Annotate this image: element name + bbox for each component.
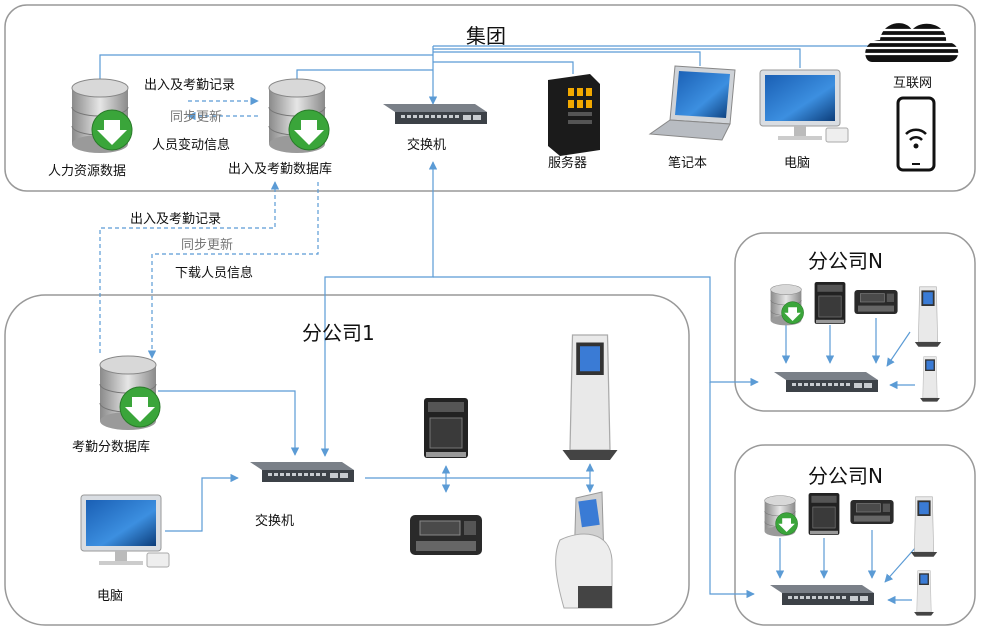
kiosk-curved-icon [555, 491, 613, 609]
branchN2-database-icon [764, 495, 798, 537]
link-label-sync: 同步更新 [181, 238, 234, 253]
branchN2-reader-icon [850, 499, 894, 525]
branchN1-kiosk-icon [914, 286, 942, 348]
branch1-switch-icon [250, 462, 354, 482]
server-label: 服务器 [548, 156, 588, 171]
attendance-terminal-icon [423, 397, 469, 459]
branch1-desktop-label: 电脑 [97, 589, 124, 604]
group-desktop-label: 电脑 [784, 156, 811, 171]
branchN1-terminal-icon [814, 281, 846, 325]
branchN2-switch-icon [770, 585, 874, 605]
branchN2-kiosk-icon [910, 496, 938, 558]
internet-label: 互联网 [893, 76, 933, 91]
branchN-panel-1 [734, 232, 976, 412]
branchN1-database-icon [770, 284, 804, 326]
branchN1-reader-icon [854, 289, 898, 315]
branchN2-title: 分公司N [808, 464, 883, 488]
branch1-switch-label: 交换机 [255, 514, 295, 529]
card-reader-icon [409, 514, 483, 556]
branch1-database-label: 考勤分数据库 [72, 440, 151, 455]
hr-database-label: 人力资源数据 [48, 164, 127, 179]
branchN1-title: 分公司N [808, 249, 883, 273]
branchN1-kiosk-small-icon [919, 356, 941, 402]
group-title: 集团 [466, 24, 506, 48]
branchN-panel-2 [734, 444, 976, 626]
laptop-icon [648, 65, 736, 141]
branch1-desktop-icon [80, 494, 170, 568]
link-label-record: 出入及考勤记录 [130, 212, 222, 227]
laptop-label: 笔记本 [668, 156, 708, 171]
branchN2-kiosk-small-icon [913, 570, 935, 616]
arrow-label-record: 出入及考勤记录 [144, 78, 236, 93]
arrow-label-staff-change: 人员变动信息 [152, 138, 231, 153]
hr-database-icon [71, 78, 133, 154]
group-switch-icon [383, 104, 487, 124]
group-switch-label: 交换机 [407, 138, 447, 153]
internet-cloud-icon [862, 23, 962, 62]
branchN2-terminal-icon [808, 492, 840, 536]
branchN1-switch-icon [774, 372, 878, 392]
link-label-download-staff: 下载人员信息 [175, 266, 254, 281]
branch1-database-icon [99, 355, 161, 431]
arrow-label-sync: 同步更新 [170, 110, 223, 125]
attendance-database-label: 出入及考勤数据库 [228, 162, 333, 177]
kiosk-standing-icon [561, 334, 619, 461]
branch1-title: 分公司1 [302, 321, 375, 345]
server-icon [548, 74, 600, 156]
hr-db-line [99, 54, 433, 86]
group-panel [4, 4, 976, 192]
attendance-database-icon [268, 78, 330, 154]
mobile-wifi-icon [896, 96, 936, 172]
group-desktop-icon [759, 69, 849, 143]
